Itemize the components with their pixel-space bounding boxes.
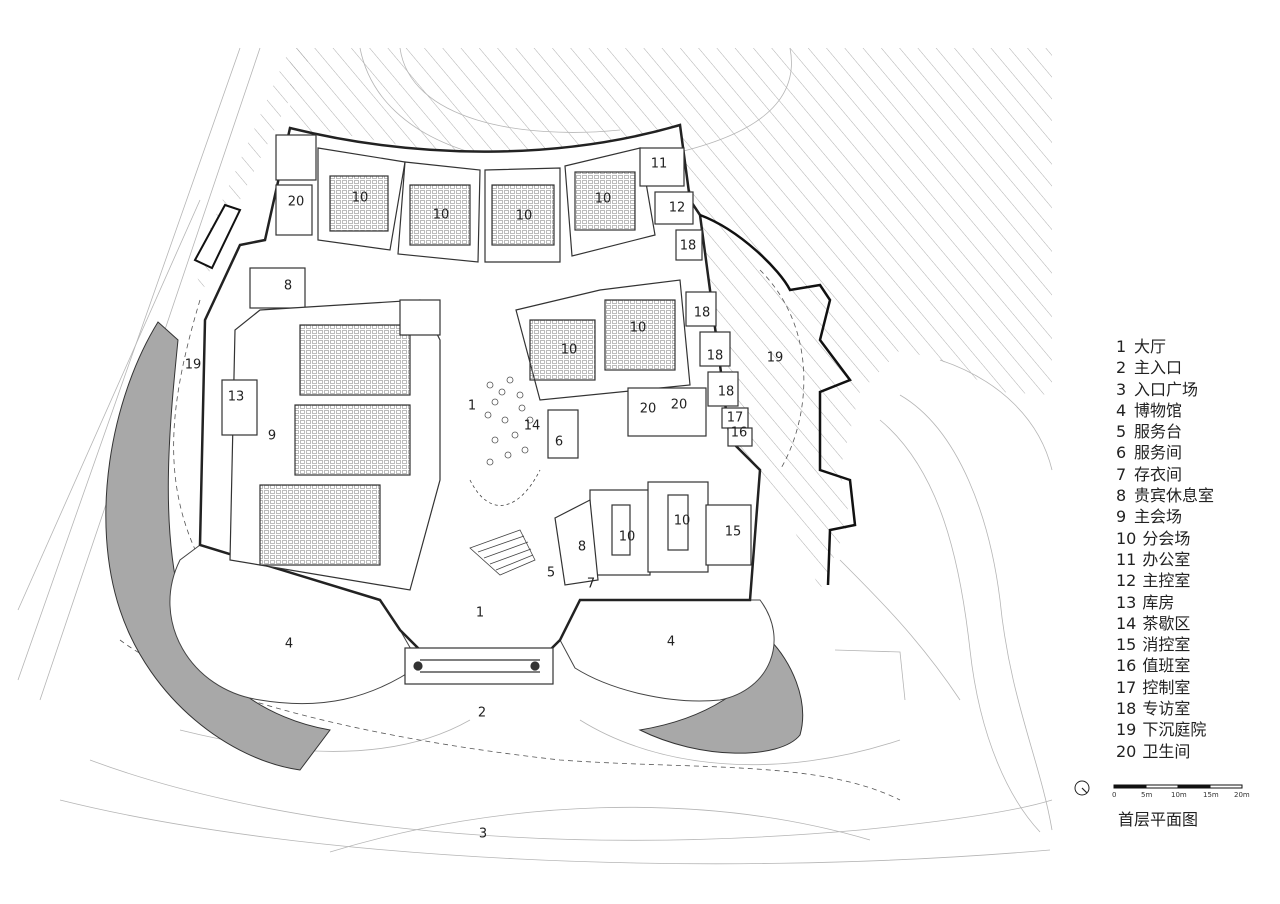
- scale-tick-5m: 5m: [1141, 791, 1153, 799]
- vip-south-room: [554, 499, 599, 586]
- site-hatch-strip: [196, 48, 315, 300]
- scale-tick-0: 0: [1112, 791, 1117, 799]
- scale-tick-15m: 15m: [1203, 791, 1219, 799]
- label-office: 11: [651, 157, 668, 172]
- restroom-east-block: [627, 387, 707, 437]
- label-subhall-g: 10: [619, 530, 636, 545]
- label-tea-break: 14: [524, 419, 541, 434]
- main-hall-block: [229, 299, 441, 591]
- control-main-room: [654, 191, 694, 225]
- label-interview-a: 18: [680, 239, 697, 254]
- north-arrow-icon: [1074, 780, 1090, 796]
- label-subhall-c: 10: [516, 209, 533, 224]
- label-subhall-e: 10: [561, 343, 578, 358]
- label-storage: 13: [228, 390, 245, 405]
- east-courtyard-wall: [699, 213, 857, 586]
- service-room-block: [547, 409, 579, 459]
- label-interview-c: 18: [707, 349, 724, 364]
- scale-tick-20m: 20m: [1234, 791, 1250, 799]
- scale-bar: 0 5m 10m 15m 20m: [1074, 776, 1264, 836]
- label-service-room: 6: [555, 435, 563, 450]
- north-subhalls: [317, 147, 656, 263]
- label-hall-south: 1: [476, 606, 484, 621]
- east-subhalls: [515, 279, 691, 401]
- label-restroom-c: 20: [671, 398, 688, 413]
- canopy-nw: [193, 203, 242, 270]
- label-museum-west: 4: [285, 637, 293, 652]
- service-core-nw: [275, 134, 317, 181]
- vip-north-room: [249, 267, 306, 309]
- label-main-control: 12: [669, 201, 686, 216]
- restroom-nw: [275, 184, 313, 236]
- room-labels: 1 1 2 3 4 4 5 6 7 8 8 9 10 10 10 10 10 1…: [185, 157, 784, 842]
- label-main-entrance: 2: [478, 706, 486, 721]
- label-subhall-f: 10: [630, 321, 647, 336]
- label-subhall-d: 10: [595, 192, 612, 207]
- label-hall: 1: [468, 399, 476, 414]
- label-subhall-b: 10: [433, 208, 450, 223]
- label-control-room: 17: [727, 411, 744, 426]
- tea-break-tables: [484, 376, 534, 466]
- label-restroom-a: 20: [288, 195, 305, 210]
- museum-east-outline: [559, 599, 775, 702]
- label-interview-b: 18: [694, 306, 711, 321]
- label-main-hall: 9: [268, 429, 276, 444]
- label-fire-control: 15: [725, 525, 742, 540]
- label-sunken-west: 19: [185, 358, 202, 373]
- interview-room-d: [707, 371, 739, 407]
- label-interview-d: 18: [718, 385, 735, 400]
- site-hatch-area: [290, 48, 1052, 590]
- label-vip-north: 8: [284, 279, 292, 294]
- interview-room-b: [685, 291, 717, 327]
- interview-room-a: [675, 229, 703, 261]
- label-sunken-east: 19: [767, 351, 784, 366]
- plan-title: 首层平面图: [1118, 810, 1199, 829]
- scale-tick-10m: 10m: [1171, 791, 1187, 799]
- label-subhall-h: 10: [674, 514, 691, 529]
- storage-room: [221, 379, 258, 436]
- label-restroom-b: 20: [640, 402, 657, 417]
- lobby-stair: [469, 469, 541, 576]
- label-vip-south: 8: [578, 540, 586, 555]
- interview-room-c: [699, 331, 731, 367]
- stair-ne-mainhall: [399, 299, 441, 336]
- museum-ramp-west: [105, 321, 331, 771]
- label-subhall-a: 10: [352, 191, 369, 206]
- southeast-subhalls: [589, 481, 752, 576]
- label-duty-room: 16: [731, 426, 748, 441]
- label-entrance-plaza: 3: [479, 827, 487, 842]
- label-cloakroom: 7: [587, 577, 595, 592]
- main-entrance: [404, 647, 554, 685]
- scale-bar-graphic: [1113, 784, 1243, 789]
- office-room: [639, 147, 685, 187]
- label-museum-east: 4: [667, 635, 675, 650]
- label-service-desk: 5: [547, 566, 555, 581]
- duty-room-16: [727, 427, 753, 447]
